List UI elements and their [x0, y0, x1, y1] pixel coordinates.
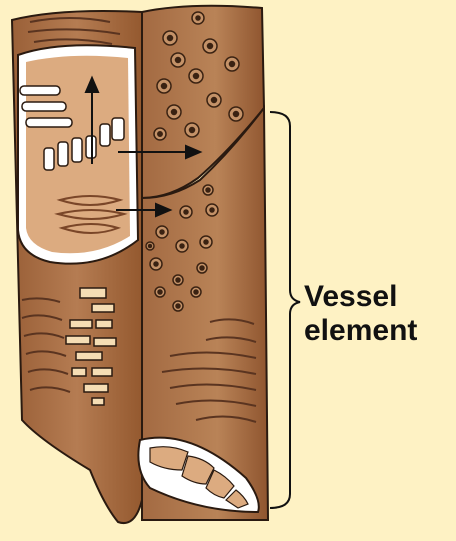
label-line-2: element	[304, 314, 417, 348]
label-line-1: Vessel	[304, 280, 417, 314]
left-cell	[12, 11, 142, 523]
vessel-element-label: Vessel element	[304, 280, 417, 348]
vessel-bracket	[270, 112, 300, 508]
